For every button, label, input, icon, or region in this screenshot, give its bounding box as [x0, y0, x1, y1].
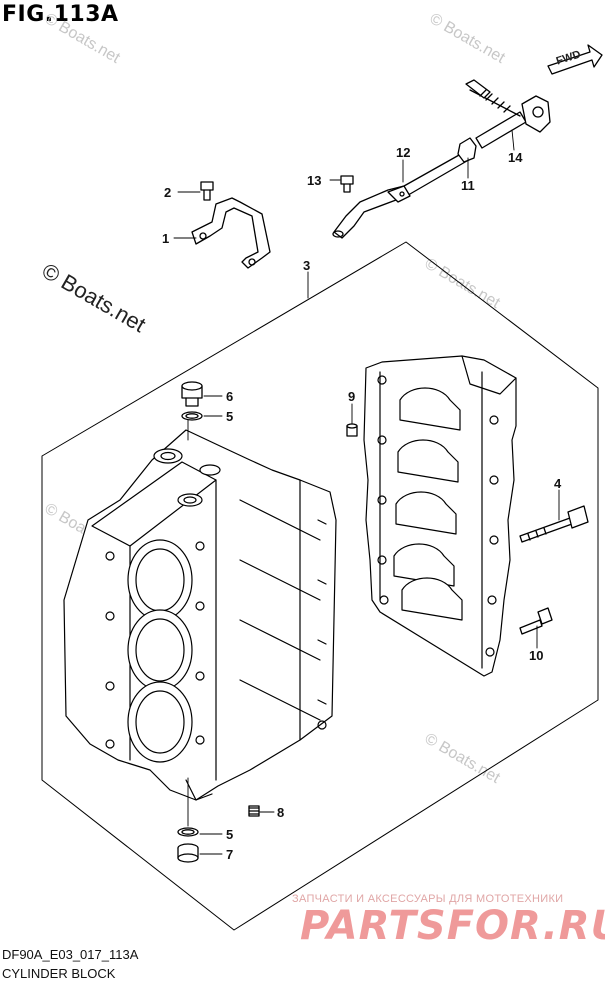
figure-title: FIG.113A: [2, 2, 119, 27]
callout-14: 14: [508, 150, 523, 165]
callout-7: 7: [226, 847, 234, 862]
assembly-3-box: [41, 241, 599, 931]
callout-5-lower: 5: [226, 827, 234, 842]
leader-lines: [173, 129, 560, 855]
callout-5-upper: 5: [226, 409, 234, 424]
callout-2: 2: [164, 185, 172, 200]
bolt-10-icon: [519, 607, 553, 635]
plug-7-icon: [177, 843, 199, 863]
cylinder-block-icon: [63, 429, 337, 801]
bolt-4-icon: [519, 505, 589, 543]
dowel-9-icon: [346, 423, 358, 437]
clip-11-icon: [457, 137, 477, 163]
callout-3: 3: [303, 258, 311, 273]
callout-8: 8: [277, 805, 285, 820]
callout-4: 4: [554, 476, 562, 491]
crankcase-half-icon: [363, 355, 517, 677]
banner-subtitle: ЗАПЧАСТИ И АКСЕССУАРЫ ДЛЯ МОТОТЕХНИКИ: [292, 893, 564, 905]
fwd-arrow-icon: [547, 44, 603, 75]
figure-name: CYLINDER BLOCK: [2, 966, 116, 981]
callout-10: 10: [529, 648, 544, 663]
callout-1: 1: [162, 231, 170, 246]
callout-11: 11: [461, 178, 475, 193]
figure-code: DF90A_E03_017_113A: [2, 947, 139, 962]
callout-13: 13: [307, 173, 322, 188]
plug-8-icon: [248, 805, 260, 817]
bolt-2-icon: [200, 181, 214, 201]
banner-logo: PARTSFOR.RU: [300, 903, 605, 949]
bolt-13-icon: [340, 175, 354, 193]
callout-12: 12: [396, 145, 411, 160]
callout-9: 9: [348, 389, 356, 404]
plug-6-icon: [181, 381, 203, 407]
tube-14-icon: [465, 79, 551, 149]
callout-6: 6: [226, 389, 234, 404]
washer-5-upper-icon: [181, 411, 203, 421]
washer-5-lower-icon: [177, 827, 199, 837]
bracket-1-icon: [191, 197, 271, 269]
pipe-12-icon: [332, 149, 473, 239]
